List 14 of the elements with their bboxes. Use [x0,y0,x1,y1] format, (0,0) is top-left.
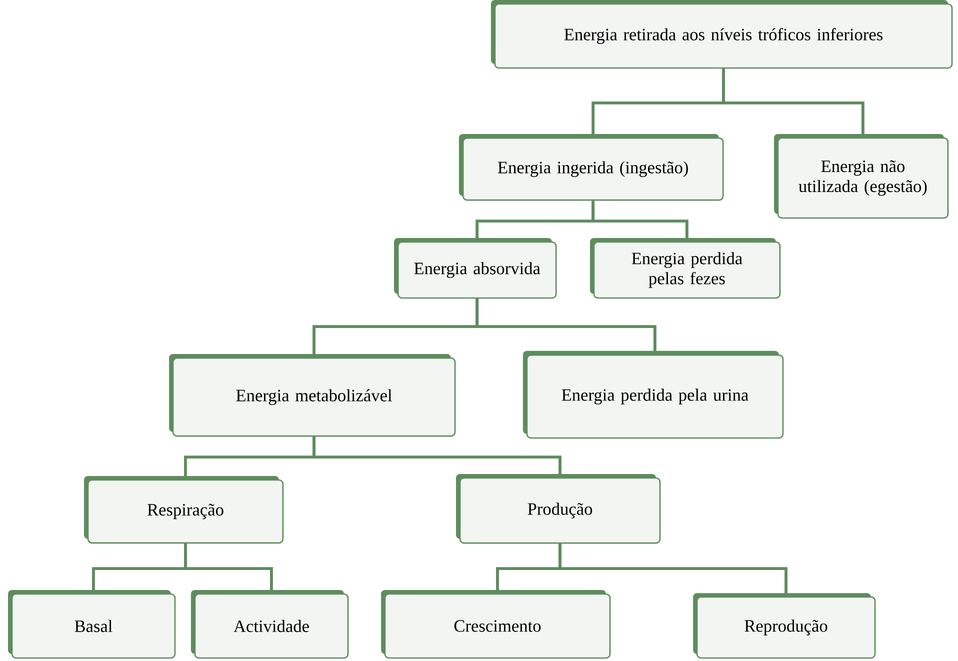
box: Crescimento [381,590,611,659]
box: Energia ingerida (ingestão) [458,134,724,201]
box: Reprodução [693,593,876,659]
box: Energia perdida pela urina [522,350,784,439]
box: Produção [456,474,661,544]
box: Energia retirada aos níveis tróficos inferiores [490,0,953,69]
box: Energia metabolizável [169,354,456,437]
box: Energia não utilizada (egestão) [774,134,949,219]
connector [558,544,788,596]
box: Energia perdida pelas fezes [590,238,781,299]
box: Actividade [190,590,349,659]
box: Energia absorvida [394,238,557,299]
box: Basal [8,590,176,659]
box: Respiração [84,476,284,544]
